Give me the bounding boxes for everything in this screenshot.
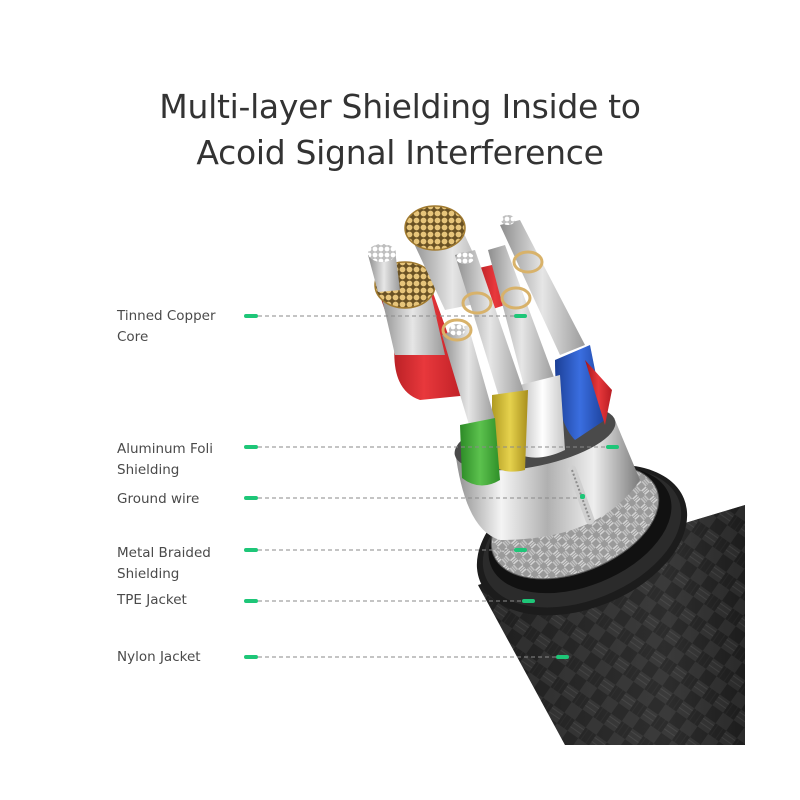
wire-yellow (455, 250, 528, 472)
marker-copper-left (244, 314, 258, 318)
label-ground-wire: Ground wire (117, 491, 200, 507)
marker-braid-left (244, 548, 258, 552)
leader-markers-right (514, 314, 619, 659)
marker-nylon-left (244, 655, 258, 659)
marker-tpe-right (522, 599, 535, 603)
marker-foil-left (244, 445, 258, 449)
title-line-1: Multi-layer Shielding Inside to (159, 87, 641, 126)
label-metal-braided-shielding: Metal Braided Shielding (117, 545, 211, 582)
page-title: Multi-layer Shielding Inside to Acoid Si… (0, 84, 800, 176)
wire-green (441, 318, 500, 486)
marker-braid-right (514, 548, 527, 552)
marker-tpe-left (244, 599, 258, 603)
leader-markers-left (244, 314, 258, 659)
wire-blue (500, 215, 612, 440)
marker-ground-left (244, 496, 258, 500)
marker-copper-right (514, 314, 527, 318)
label-tpe-jacket: TPE Jacket (117, 592, 187, 608)
leader-lines (258, 315, 612, 658)
label-aluminum-foil-shielding: Aluminum Foli Shielding (117, 441, 214, 478)
title-line-2: Acoid Signal Interference (196, 133, 604, 172)
marker-nylon-right (556, 655, 569, 659)
wire-red (368, 244, 470, 400)
marker-ground-right (580, 494, 585, 499)
marker-foil-right (606, 445, 619, 449)
label-tinned-copper-core: Tinned Copper Core (117, 308, 216, 345)
label-nylon-jacket: Nylon Jacket (117, 649, 201, 665)
